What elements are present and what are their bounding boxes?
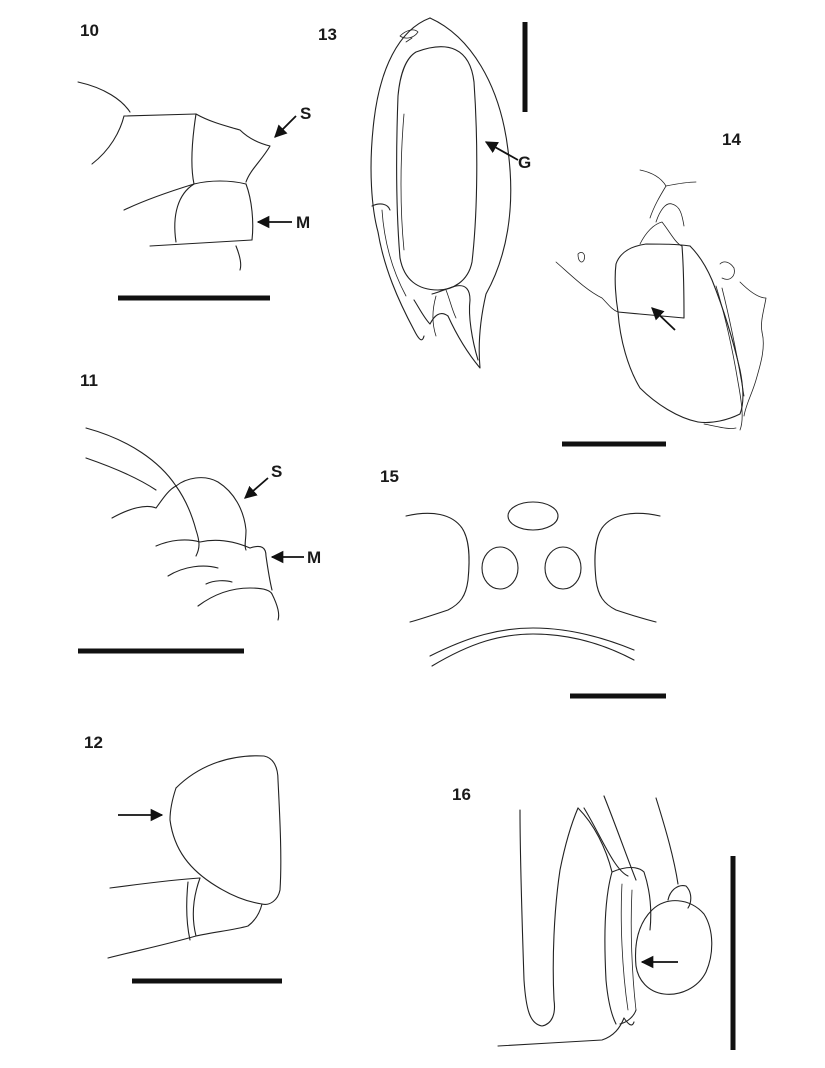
figure-number-10: 10	[80, 21, 99, 40]
label-g: G	[518, 153, 531, 172]
label-s: S	[300, 104, 311, 123]
figure-11-drawing	[85, 427, 280, 621]
figure-15: 15	[380, 467, 666, 699]
figure-13: 13 G	[318, 17, 531, 369]
figure-11: 11 S M	[78, 371, 321, 654]
figure-number-11: 11	[80, 371, 98, 390]
figure-number-16: 16	[452, 785, 471, 804]
figure-number-12: 12	[84, 733, 103, 752]
figure-15-drawing	[405, 501, 661, 667]
figure-14-drawing	[555, 169, 767, 431]
figure-16: 16	[452, 785, 736, 1050]
figure-12-drawing	[107, 755, 282, 959]
figure-14: 14	[555, 130, 767, 447]
figure-number-13: 13	[318, 25, 337, 44]
figure-10: 10 S M	[77, 21, 311, 301]
figure-13-drawing	[370, 17, 512, 369]
figure-number-14: 14	[722, 130, 741, 149]
figure-10-drawing	[77, 81, 271, 271]
label-s: S	[271, 462, 282, 481]
figure-12: 12	[84, 733, 282, 984]
figure-number-15: 15	[380, 467, 399, 486]
figure-16-drawing	[497, 795, 713, 1047]
label-m: M	[296, 213, 310, 232]
label-m: M	[307, 548, 321, 567]
